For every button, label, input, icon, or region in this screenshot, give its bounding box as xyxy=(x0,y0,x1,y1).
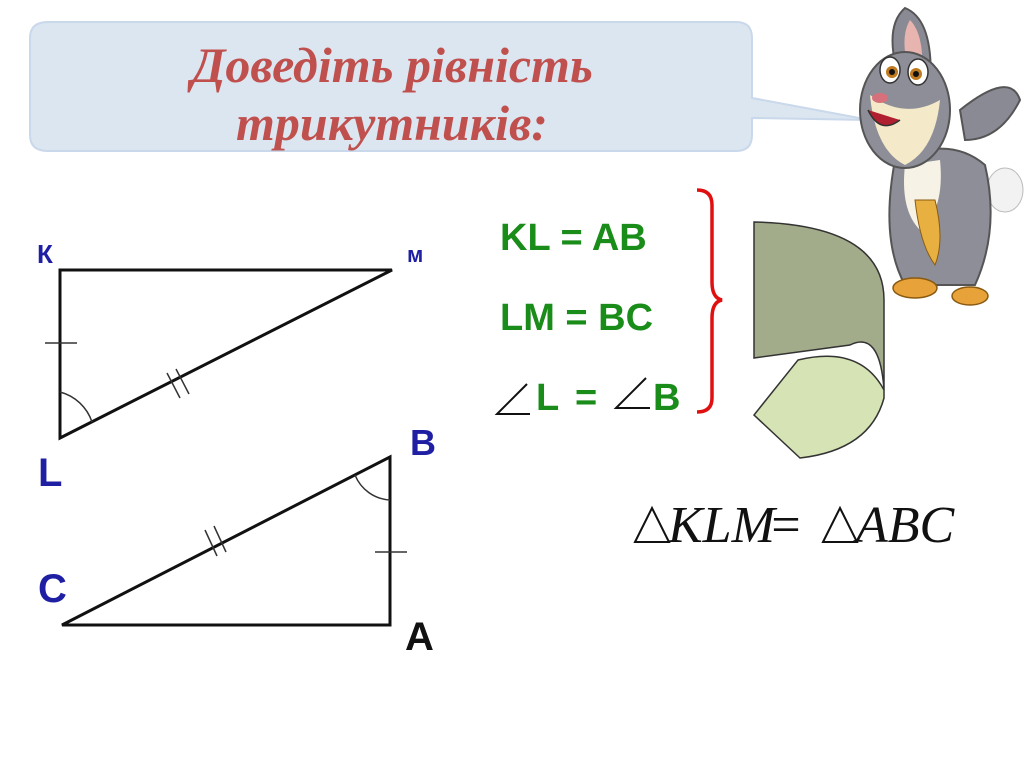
conclusion: KLM = ABC xyxy=(633,497,956,554)
condition-kl-ab: KL = AB xyxy=(500,217,647,259)
title-line-2: трикутників: xyxy=(236,95,548,151)
triangle-abc-outline xyxy=(61,454,392,627)
tick-mark-lm-1 xyxy=(166,372,181,399)
tick-mark-lm-2 xyxy=(175,368,190,395)
triangle-delta-icon xyxy=(821,505,859,543)
bunny-mascot-icon xyxy=(859,6,1024,306)
conclusion-right: ABC xyxy=(853,497,956,554)
condition-lm-bc: LM = BC xyxy=(500,297,653,339)
triangle-abc xyxy=(61,454,407,627)
tick-mark-bc-1 xyxy=(204,529,218,557)
vertex-label-k: К xyxy=(37,239,53,269)
curly-brace-icon xyxy=(696,188,723,414)
condition-angle-l-b: L = B xyxy=(494,377,680,419)
vertex-label-a: A xyxy=(405,615,434,659)
angle-icon xyxy=(613,377,650,409)
triangle-klm xyxy=(45,268,393,441)
condition-angle-left: L xyxy=(536,377,559,419)
angle-arc-l xyxy=(59,391,93,423)
condition-angle-right: B xyxy=(653,377,680,419)
triangle-klm-outline xyxy=(58,268,393,441)
vertex-label-m: м xyxy=(407,242,423,267)
vertex-label-l: L xyxy=(38,451,62,495)
curved-arrow-icon xyxy=(752,221,885,459)
angle-icon xyxy=(494,383,530,415)
vertex-label-b: B xyxy=(410,422,436,463)
speech-bubble xyxy=(29,21,871,152)
conclusion-left: KLM xyxy=(667,497,778,554)
conclusion-eq: = xyxy=(768,497,803,554)
vertex-label-c: C xyxy=(38,567,67,611)
condition-angle-eq: = xyxy=(575,377,597,419)
triangle-delta-icon xyxy=(633,505,671,543)
tick-mark-bc-2 xyxy=(213,525,227,553)
angle-arc-b xyxy=(354,474,391,501)
title-line-1: Доведіть рівність xyxy=(187,37,593,93)
